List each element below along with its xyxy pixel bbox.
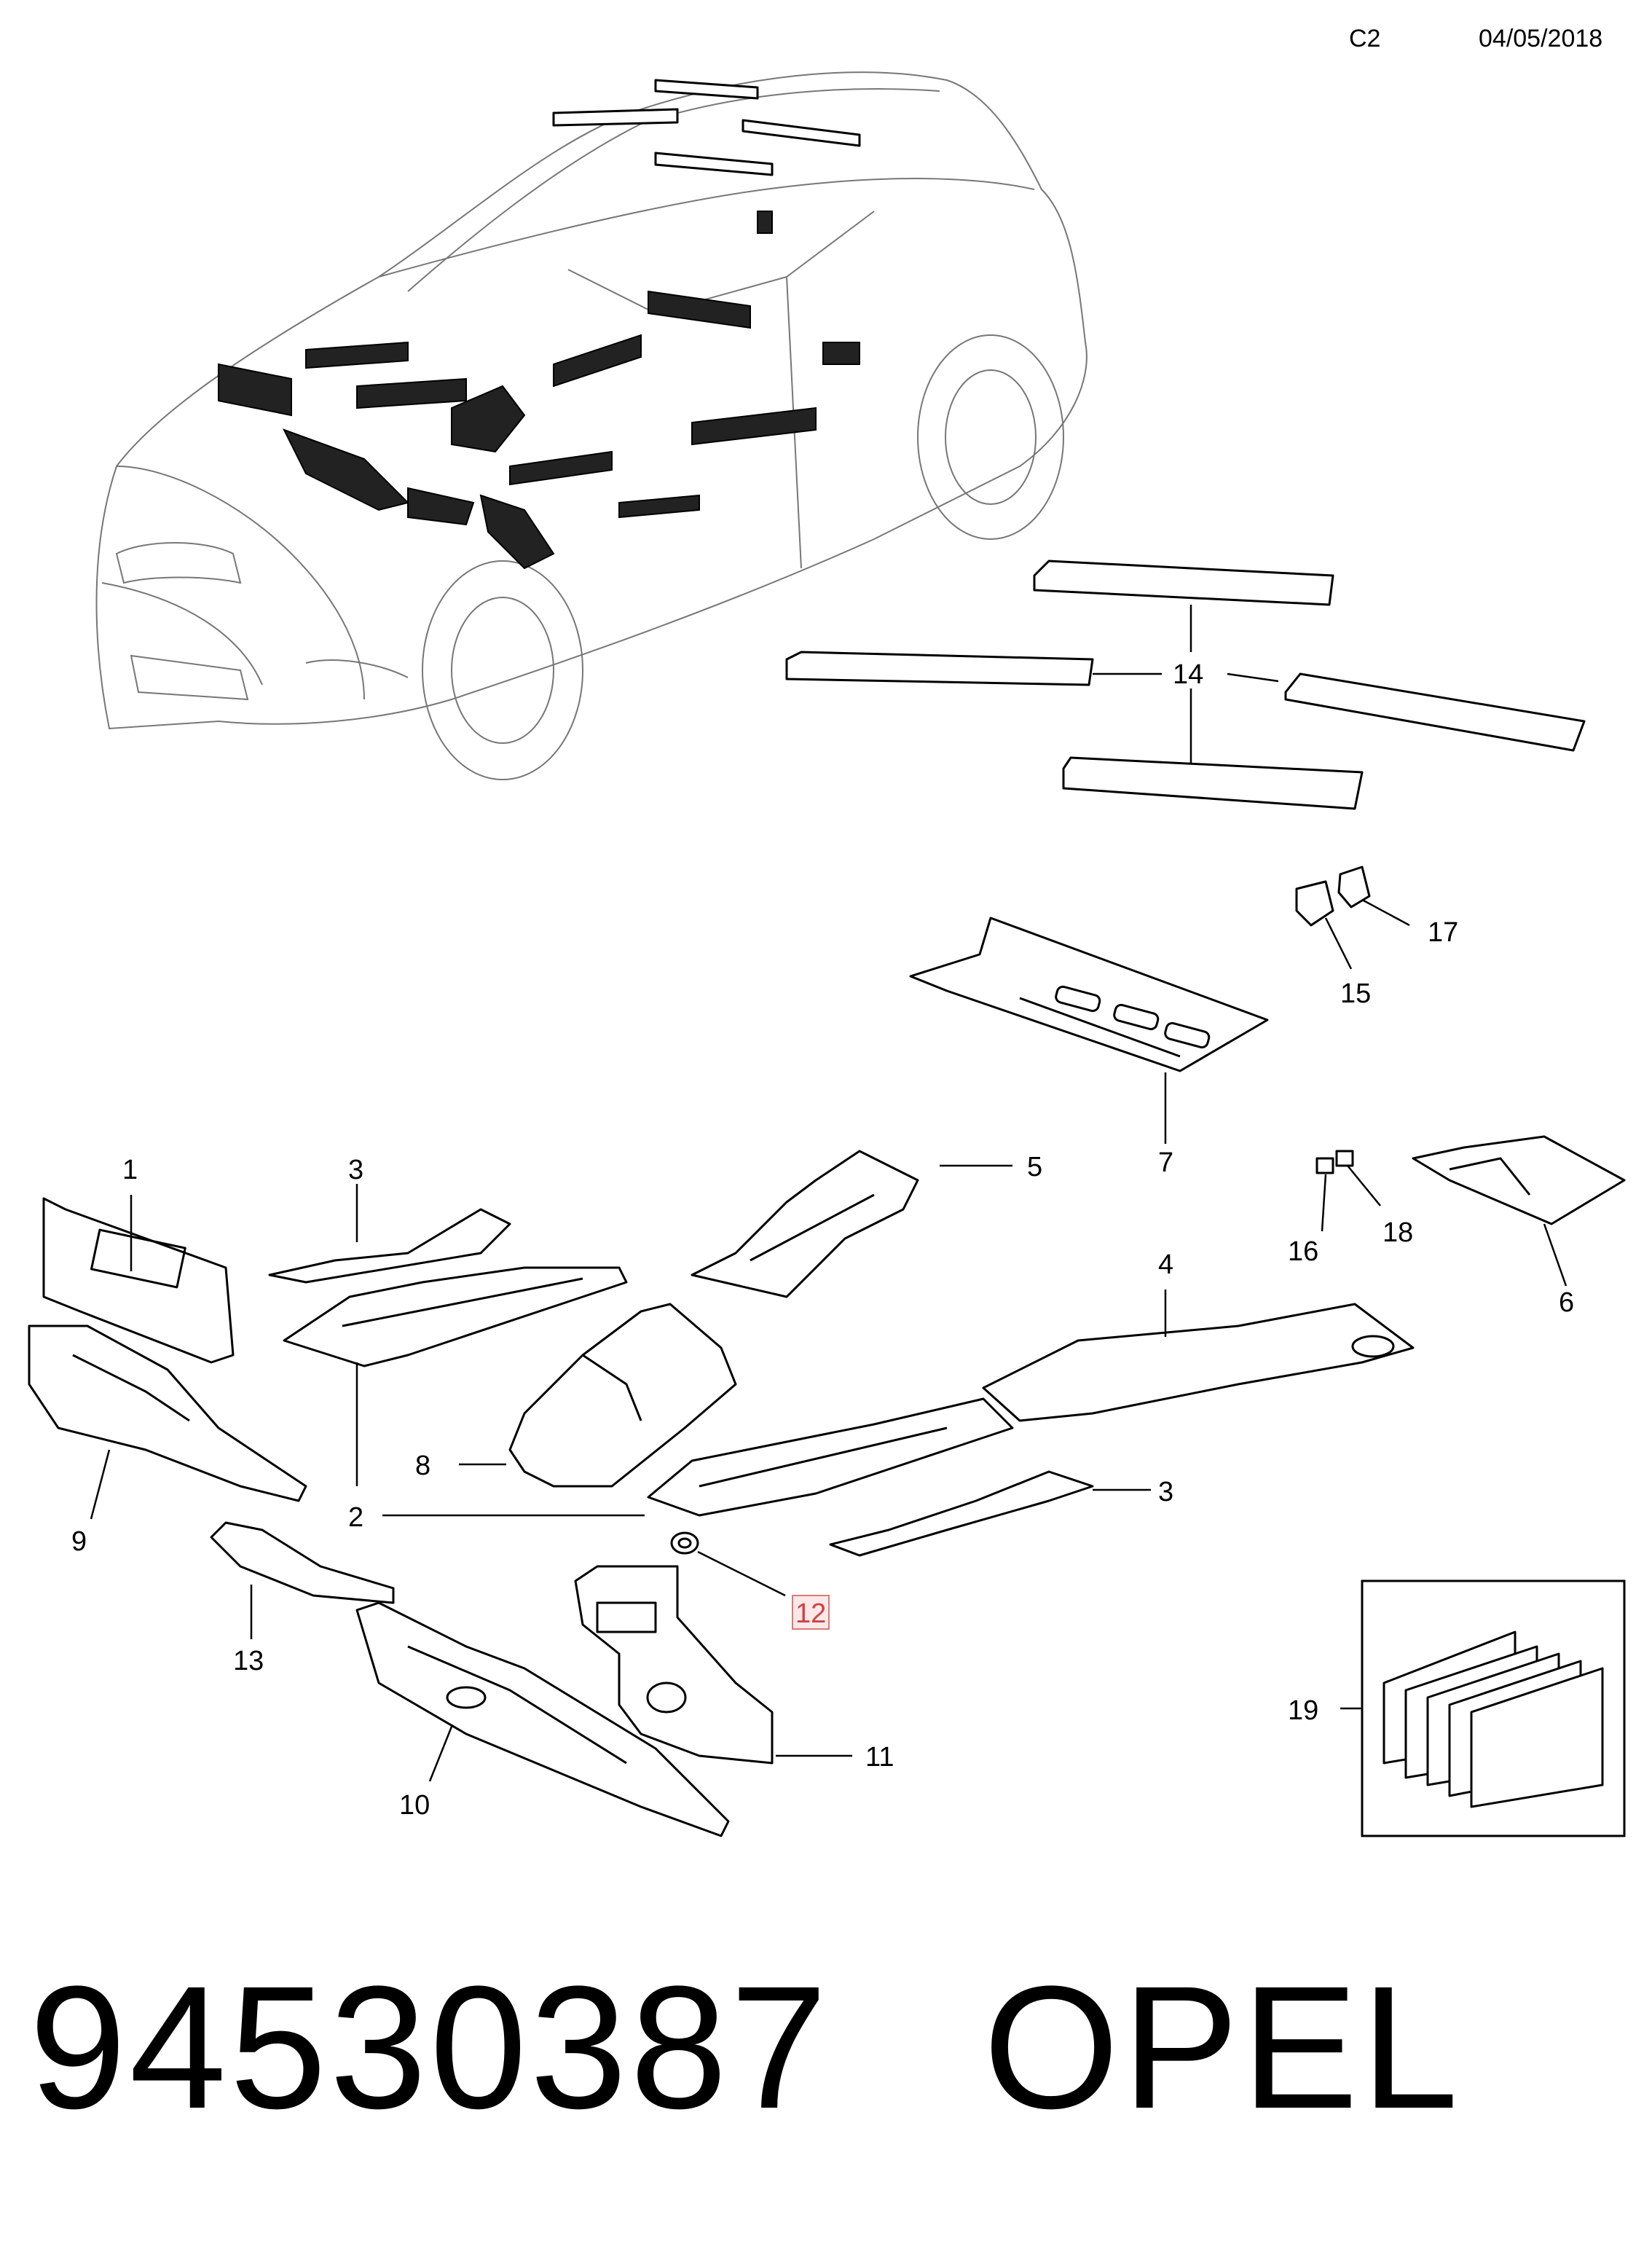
part-5-tunnel-insulator xyxy=(691,1150,1012,1298)
part-11-wheelhouse-insulator xyxy=(574,1565,852,1765)
callout-15: 15 xyxy=(1340,978,1371,1009)
callout-7: 7 xyxy=(1158,1147,1173,1178)
part-4-rear-floor-insulator xyxy=(982,1290,1415,1422)
callout-10: 10 xyxy=(399,1790,430,1821)
part-19-pad-kit xyxy=(1340,1579,1626,1837)
callout-19: 19 xyxy=(1288,1695,1318,1726)
callout-3a: 3 xyxy=(348,1155,363,1185)
part-2-front-floor-carpet xyxy=(283,1266,628,1486)
callout-14: 14 xyxy=(1173,659,1203,690)
part-number: 94530387 xyxy=(29,1950,830,2145)
part-3-rear-insulator-lower xyxy=(829,1470,1151,1557)
callout-6: 6 xyxy=(1559,1287,1574,1318)
callout-labels: 1 2 3 3 4 5 6 7 8 9 10 11 12 13 14 15 16… xyxy=(71,659,1574,1821)
brand-name: OPEL xyxy=(983,1950,1462,2145)
header-date: 04/05/2018 xyxy=(1479,25,1603,52)
part-2-center-floor xyxy=(382,1397,1014,1517)
part-7-rear-floor xyxy=(909,917,1269,1144)
vehicle-installed-parts xyxy=(218,211,860,570)
callout-3b: 3 xyxy=(1158,1477,1173,1507)
callout-8: 8 xyxy=(415,1451,430,1481)
header-code: C2 xyxy=(1349,25,1381,52)
part-13-bracket xyxy=(210,1521,395,1639)
callout-16: 16 xyxy=(1288,1236,1318,1267)
part-12-grommet xyxy=(670,1531,830,1630)
callout-4: 4 xyxy=(1158,1249,1173,1280)
part-8-console-support xyxy=(459,1303,737,1488)
part-14-roof-panels xyxy=(785,560,1586,810)
callout-1: 1 xyxy=(122,1155,138,1185)
roof-insulation-strips xyxy=(552,79,861,176)
callout-13: 13 xyxy=(233,1646,264,1676)
callout-9: 9 xyxy=(71,1526,87,1557)
part-6-rear-insulator xyxy=(1412,1135,1626,1287)
part-15-17-clips xyxy=(1295,866,1410,970)
callout-12: 12 xyxy=(795,1598,826,1629)
part-16-18-fasteners xyxy=(1315,1150,1381,1232)
callout-5: 5 xyxy=(1027,1152,1042,1182)
callout-18: 18 xyxy=(1382,1217,1413,1248)
callout-17: 17 xyxy=(1428,917,1458,948)
callout-11: 11 xyxy=(865,1742,894,1773)
part-10-lower-duct xyxy=(355,1601,730,1837)
part-3-front-insulator-upper xyxy=(268,1184,511,1284)
part-9-left-dash-duct xyxy=(28,1324,307,1520)
callout-2a: 2 xyxy=(348,1502,363,1533)
part-1-dash-insulator xyxy=(42,1195,235,1364)
